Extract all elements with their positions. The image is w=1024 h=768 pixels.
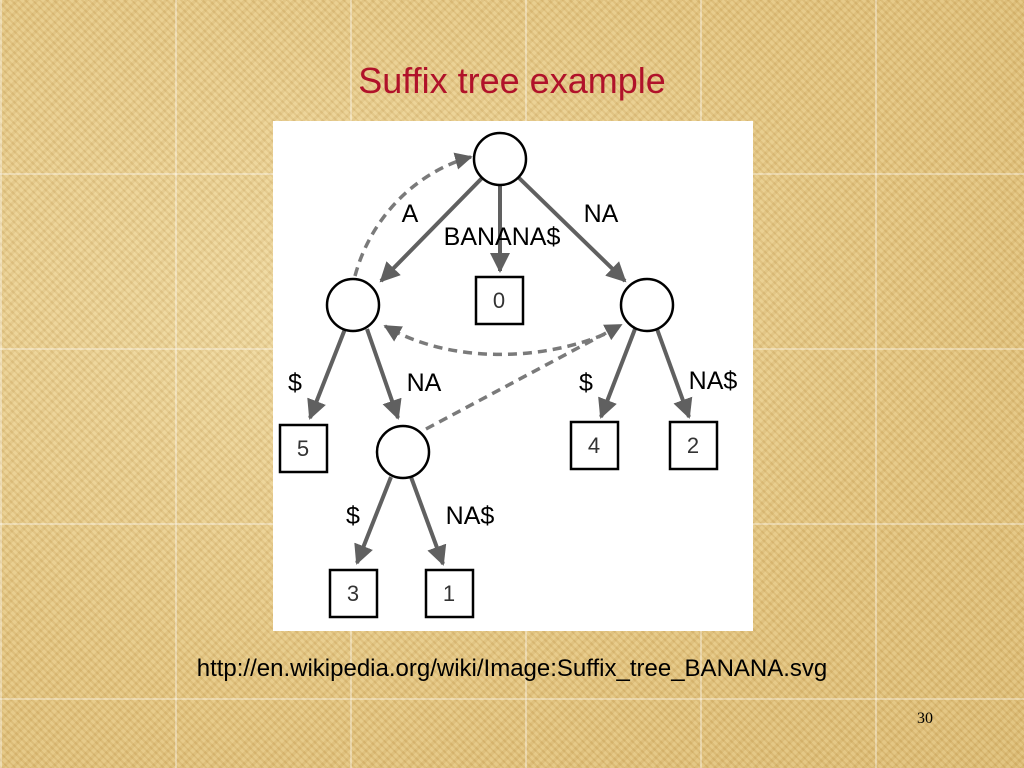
leaf-label-2: 2 <box>687 433 699 458</box>
edge-root-to-na <box>515 174 627 283</box>
edge-label-root-na: NA <box>584 200 619 228</box>
leaf-label-0: 0 <box>493 288 505 313</box>
edge-label-root-banana: BANANA$ <box>444 223 561 251</box>
edge-label-root-a: A <box>402 200 419 228</box>
leaf-box-0 <box>474 275 525 326</box>
leaf-label-4: 4 <box>588 433 600 458</box>
node-na <box>619 277 675 333</box>
edge-ana-to-leaf-1 <box>409 476 447 566</box>
leaf-label-3: 3 <box>347 581 359 606</box>
edge-na-to-leaf-2 <box>655 328 693 419</box>
root-node <box>472 131 528 187</box>
suffix-link-na-to-a <box>383 324 619 357</box>
slide-title: Suffix tree example <box>358 60 666 101</box>
source-url-link[interactable]: http://en.wikipedia.org/wiki/Image:Suffi… <box>196 655 828 682</box>
suffix-link-a-to-root <box>353 152 473 277</box>
edge-a-to-ana <box>365 328 402 420</box>
leaf-box-1 <box>424 568 475 619</box>
suffix-tree-diagram: 0 5 4 2 3 1 A BANANA$ NA $ NA $ NA$ $ NA… <box>273 121 753 631</box>
edge-label-na-dollar: $ <box>579 369 593 397</box>
edge-na-to-leaf-4 <box>598 328 637 419</box>
edge-label-ana-na-dollar: NA$ <box>446 502 495 530</box>
leaf-box-2 <box>668 420 719 471</box>
node-ana <box>375 424 431 480</box>
node-a <box>325 277 381 333</box>
edge-label-na-na-dollar: NA$ <box>689 367 738 395</box>
page-number: 30 <box>917 710 933 727</box>
leaf-label-1: 1 <box>443 581 455 606</box>
leaf-box-5 <box>278 423 329 474</box>
suffix-link-ana-to-na <box>425 323 623 431</box>
leaf-box-4 <box>569 420 620 471</box>
edge-label-a-dollar: $ <box>288 369 302 397</box>
leaf-box-3 <box>328 568 379 619</box>
edge-label-a-na: NA <box>407 369 442 397</box>
edge-label-ana-dollar: $ <box>346 502 360 530</box>
edge-a-to-leaf-5 <box>307 328 347 420</box>
edge-root-to-a <box>379 174 486 283</box>
leaf-label-5: 5 <box>297 436 309 461</box>
edge-ana-to-leaf-3 <box>354 476 393 565</box>
